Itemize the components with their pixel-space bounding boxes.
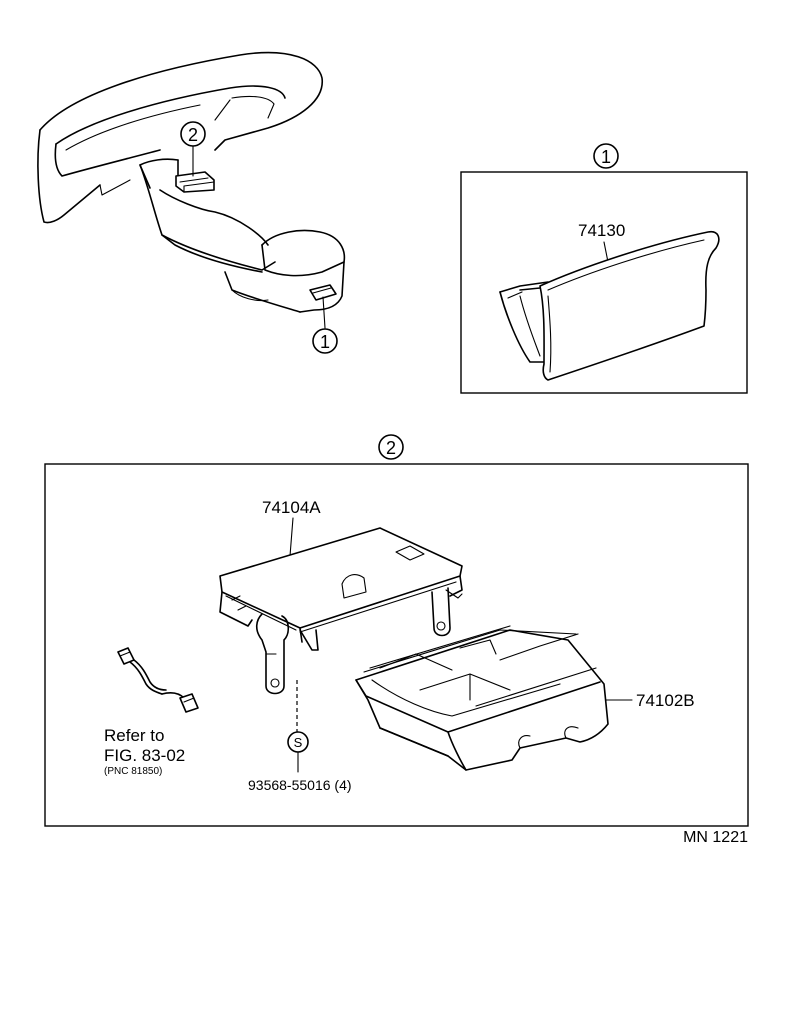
part-74130-label: 74130 [578,221,625,240]
callout-1-overview: 1 [312,328,338,354]
reference-line-1: Refer to [104,726,164,745]
callout-1-detail-circle [593,143,619,169]
callout-1-detail-label: 1 [601,147,611,167]
figure-code: MN 1221 [683,829,748,846]
ashtray-housing-74102B [355,625,609,771]
instrument-panel-overview [37,51,346,329]
reference-line-2: FIG. 83-02 [104,746,185,765]
detail-2-panel: 2 74104A S 935 [44,434,749,827]
bracket-74104A [219,527,463,695]
callout-2-overview: 2 [180,121,206,147]
detail-2-frame [44,463,749,827]
wire-harness-connector [117,647,199,713]
detail-1-panel: 1 74130 [460,143,748,394]
callout-1-overview-label: 1 [320,332,330,352]
callout-2-detail-circle [378,434,404,460]
screw-symbol-label: S [294,735,303,750]
callout-2-overview-label: 2 [188,125,198,145]
part-74104A-label: 74104A [262,498,321,517]
callout-2-detail-label: 2 [386,438,396,458]
ashtray-insert-74130 [499,230,720,381]
part-screw-label: 93568-55016 (4) [248,777,352,793]
part-74102B-label: 74102B [636,691,695,710]
detail-1-frame [460,171,748,394]
reference-line-3: (PNC 81850) [104,766,162,777]
